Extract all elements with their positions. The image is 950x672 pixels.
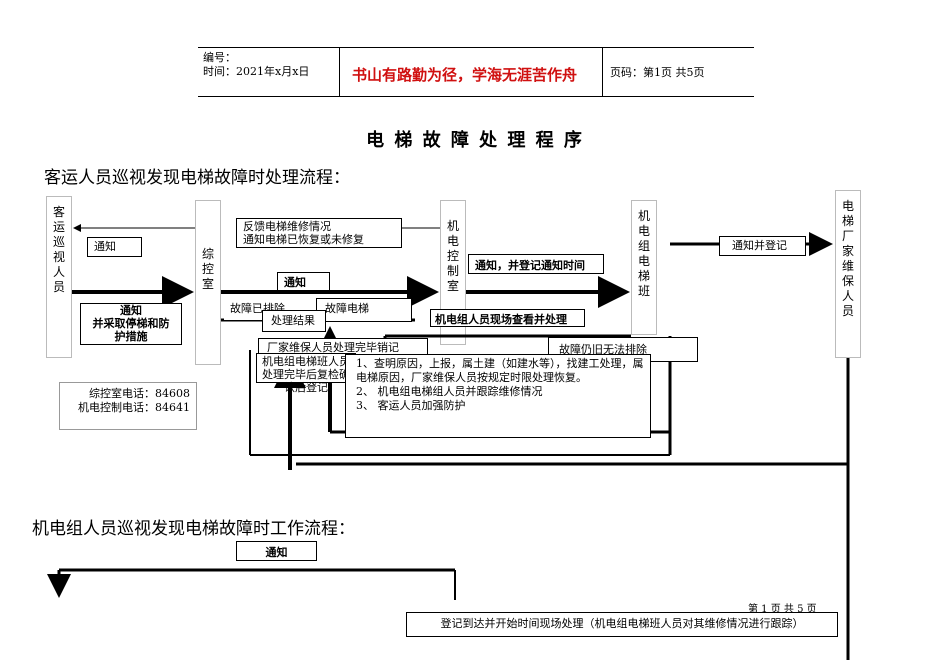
- label-notify-and-register: 通知并登记: [719, 236, 806, 256]
- header-page: 页码：第1页 共5页: [610, 66, 705, 79]
- label-team-recheck: 机电组电梯班人员处理完毕后复检确认后登记: [256, 353, 356, 394]
- header-divider-1: [339, 47, 340, 96]
- lane-control: 综控室: [195, 200, 221, 365]
- header-bottom-line: [198, 96, 754, 97]
- section2-notify: 通知: [236, 541, 317, 561]
- label-notify-bold: 通知: [277, 272, 330, 290]
- label-result: 处理结果: [262, 310, 326, 332]
- footer-page: 第 1 页 共 5 页: [748, 604, 817, 615]
- lane-passenger: 客运巡视人员: [46, 196, 72, 358]
- header-divider-2: [602, 47, 603, 96]
- section2-heading: 机电组人员巡视发现电梯故障时工作流程：: [32, 519, 355, 539]
- label-notify-register: 通知，并登记通知时间: [468, 254, 604, 274]
- label-team-onsite: 机电组人员现场查看并处理: [430, 309, 585, 327]
- label-phones: 综控室电话：84608 机电控制电话：84641: [59, 382, 197, 430]
- label-fault-elevator: 故障电梯: [316, 298, 412, 322]
- label-steps: 1、查明原因，上报，属土建（如建水等），找建工处理，属电梯原因，厂家维保人员按规…: [345, 354, 651, 438]
- header-motto: 书山有路勤为径，学海无涯苦作舟: [352, 66, 578, 84]
- label-feedback: 反馈电梯维修情况 通知电梯已恢复或未修复: [236, 218, 402, 248]
- label-maker-done: 厂家维保人员处理完毕销记: [258, 338, 428, 357]
- lane-team: 机电组电梯班: [631, 200, 657, 335]
- label-notify: 通知: [87, 237, 142, 257]
- header-number: 编号：: [203, 51, 236, 64]
- lane-maker: 电梯厂家维保人员: [835, 190, 861, 358]
- section2-register: 登记到达并开始时间现场处理（机电组电梯班人员对其维修情况进行跟踪）: [406, 612, 838, 637]
- page-title: 电 梯 故 障 处 理 程 序: [366, 130, 584, 151]
- section1-heading: 客运人员巡视发现电梯故障时处理流程：: [44, 168, 350, 188]
- label-notify-measures: 通知 并采取停梯和防 护措施: [80, 303, 182, 345]
- header-top-line: [198, 47, 754, 48]
- header-time: 时间：2021年x月x日: [203, 65, 310, 78]
